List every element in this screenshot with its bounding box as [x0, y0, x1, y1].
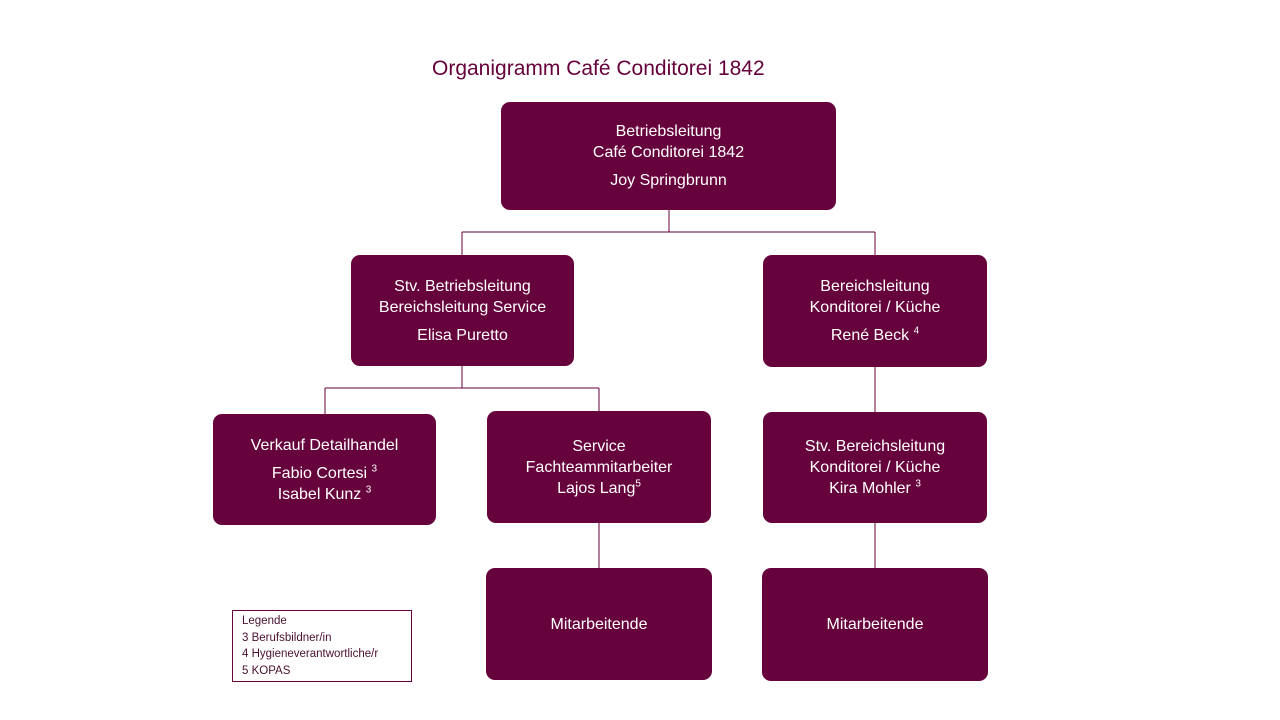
box-person: Kira Mohler 3 — [829, 478, 921, 499]
box-label: Mitarbeitende — [826, 616, 924, 633]
box-mitarbeitende-konditorei: Mitarbeitende — [762, 568, 988, 681]
box-role: Bereichsleitung — [820, 278, 930, 295]
box-person: Elisa Puretto — [417, 326, 508, 344]
legend: Legende 3 Berufsbildner/in 4 Hygienevera… — [232, 610, 412, 682]
box-label: Mitarbeitende — [550, 615, 648, 633]
person-name: Fabio Cortesi — [271, 464, 368, 482]
box-service: Service Fachteammitarbeiter Lajos Lang5 — [487, 411, 711, 523]
person-name: Lajos Lang — [557, 479, 636, 497]
box-role-detail: Bereichsleitung Service — [378, 298, 547, 316]
legend-title: Legende — [242, 615, 287, 627]
box-role-detail: Fachteammitarbeiter — [525, 458, 673, 476]
box-mitarbeitende-service: Mitarbeitende — [486, 568, 712, 680]
box-role: Verkauf Detailhandel — [250, 436, 399, 454]
footnote-mark: 3 — [371, 463, 378, 475]
person-name: René Beck — [830, 327, 910, 344]
chart-title: Organigramm Café Conditorei 1842 — [432, 57, 765, 80]
box-person: Joy Springbrunn — [610, 172, 727, 189]
box-person: Isabel Kunz 3 — [278, 484, 372, 505]
person-name: Isabel Kunz — [277, 485, 362, 503]
legend-item: 4 Hygieneverantwortliche/r — [242, 648, 379, 660]
box-role: Stv. Betriebsleitung — [394, 277, 531, 295]
footnote-mark: 5 — [635, 478, 641, 490]
box-person: Lajos Lang5 — [557, 478, 641, 499]
box-person: René Beck 4 — [831, 325, 919, 346]
box-betriebsleitung: Betriebsleitung Café Conditorei 1842 Joy… — [501, 102, 836, 210]
footnote-mark: 4 — [913, 325, 920, 337]
box-verkauf-detailhandel: Verkauf Detailhandel Fabio Cortesi 3 Isa… — [213, 414, 436, 525]
footnote-mark: 3 — [915, 478, 921, 490]
box-stv-bereichsleitung-konditorei: Stv. Bereichsleitung Konditorei / Küche … — [763, 412, 987, 523]
legend-item: 5 KOPAS — [242, 664, 291, 677]
box-person: Fabio Cortesi 3 — [272, 463, 377, 484]
box-bereichsleitung-konditorei: Bereichsleitung Konditorei / Küche René … — [763, 255, 987, 367]
legend-item: 3 Berufsbildner/in — [242, 631, 332, 644]
box-role: Stv. Bereichsleitung — [804, 438, 946, 455]
footnote-mark: 3 — [365, 484, 372, 496]
box-role-detail: Konditorei / Küche — [809, 459, 941, 476]
person-name: Kira Mohler — [829, 480, 911, 497]
box-role-detail: Konditorei / Küche — [809, 299, 941, 316]
box-stv-betriebsleitung: Stv. Betriebsleitung Bereichsleitung Ser… — [351, 255, 574, 366]
box-role: Betriebsleitung — [615, 123, 722, 140]
box-role: Service — [572, 437, 626, 455]
box-role-detail: Café Conditorei 1842 — [592, 144, 745, 161]
